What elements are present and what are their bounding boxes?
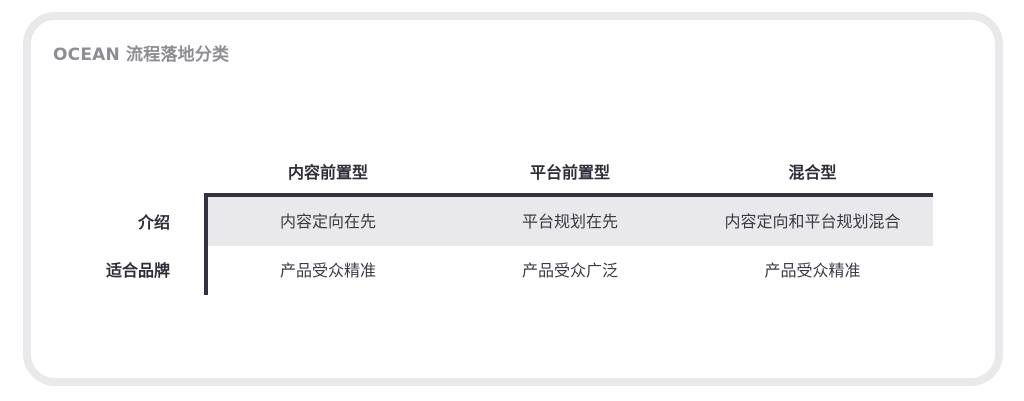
row-label-suitable-brand: 适合品牌	[105, 261, 170, 280]
table-cell: 产品受众广泛	[521, 261, 618, 280]
row-label-introduction: 介绍	[137, 213, 170, 232]
card-title: OCEAN 流程落地分类	[53, 45, 230, 65]
table-cell: 内容定向和平台规划混合	[724, 212, 901, 231]
table-header-divider	[204, 193, 933, 197]
table-row-label-divider	[204, 193, 208, 295]
table-row-suitable-brand: 产品受众精准 产品受众广泛 产品受众精准	[208, 246, 933, 295]
table-cell: 产品受众精准	[764, 261, 861, 280]
column-header-content-first: 内容前置型	[287, 163, 368, 182]
table-row-introduction: 内容定向在先 平台规划在先 内容定向和平台规划混合	[208, 197, 933, 246]
table-cell: 内容定向在先	[279, 212, 376, 231]
table-cell: 平台规划在先	[521, 212, 618, 231]
column-header-hybrid: 混合型	[788, 163, 837, 182]
column-header-platform-first: 平台前置型	[529, 163, 610, 182]
table-cell: 产品受众精准	[279, 261, 376, 280]
